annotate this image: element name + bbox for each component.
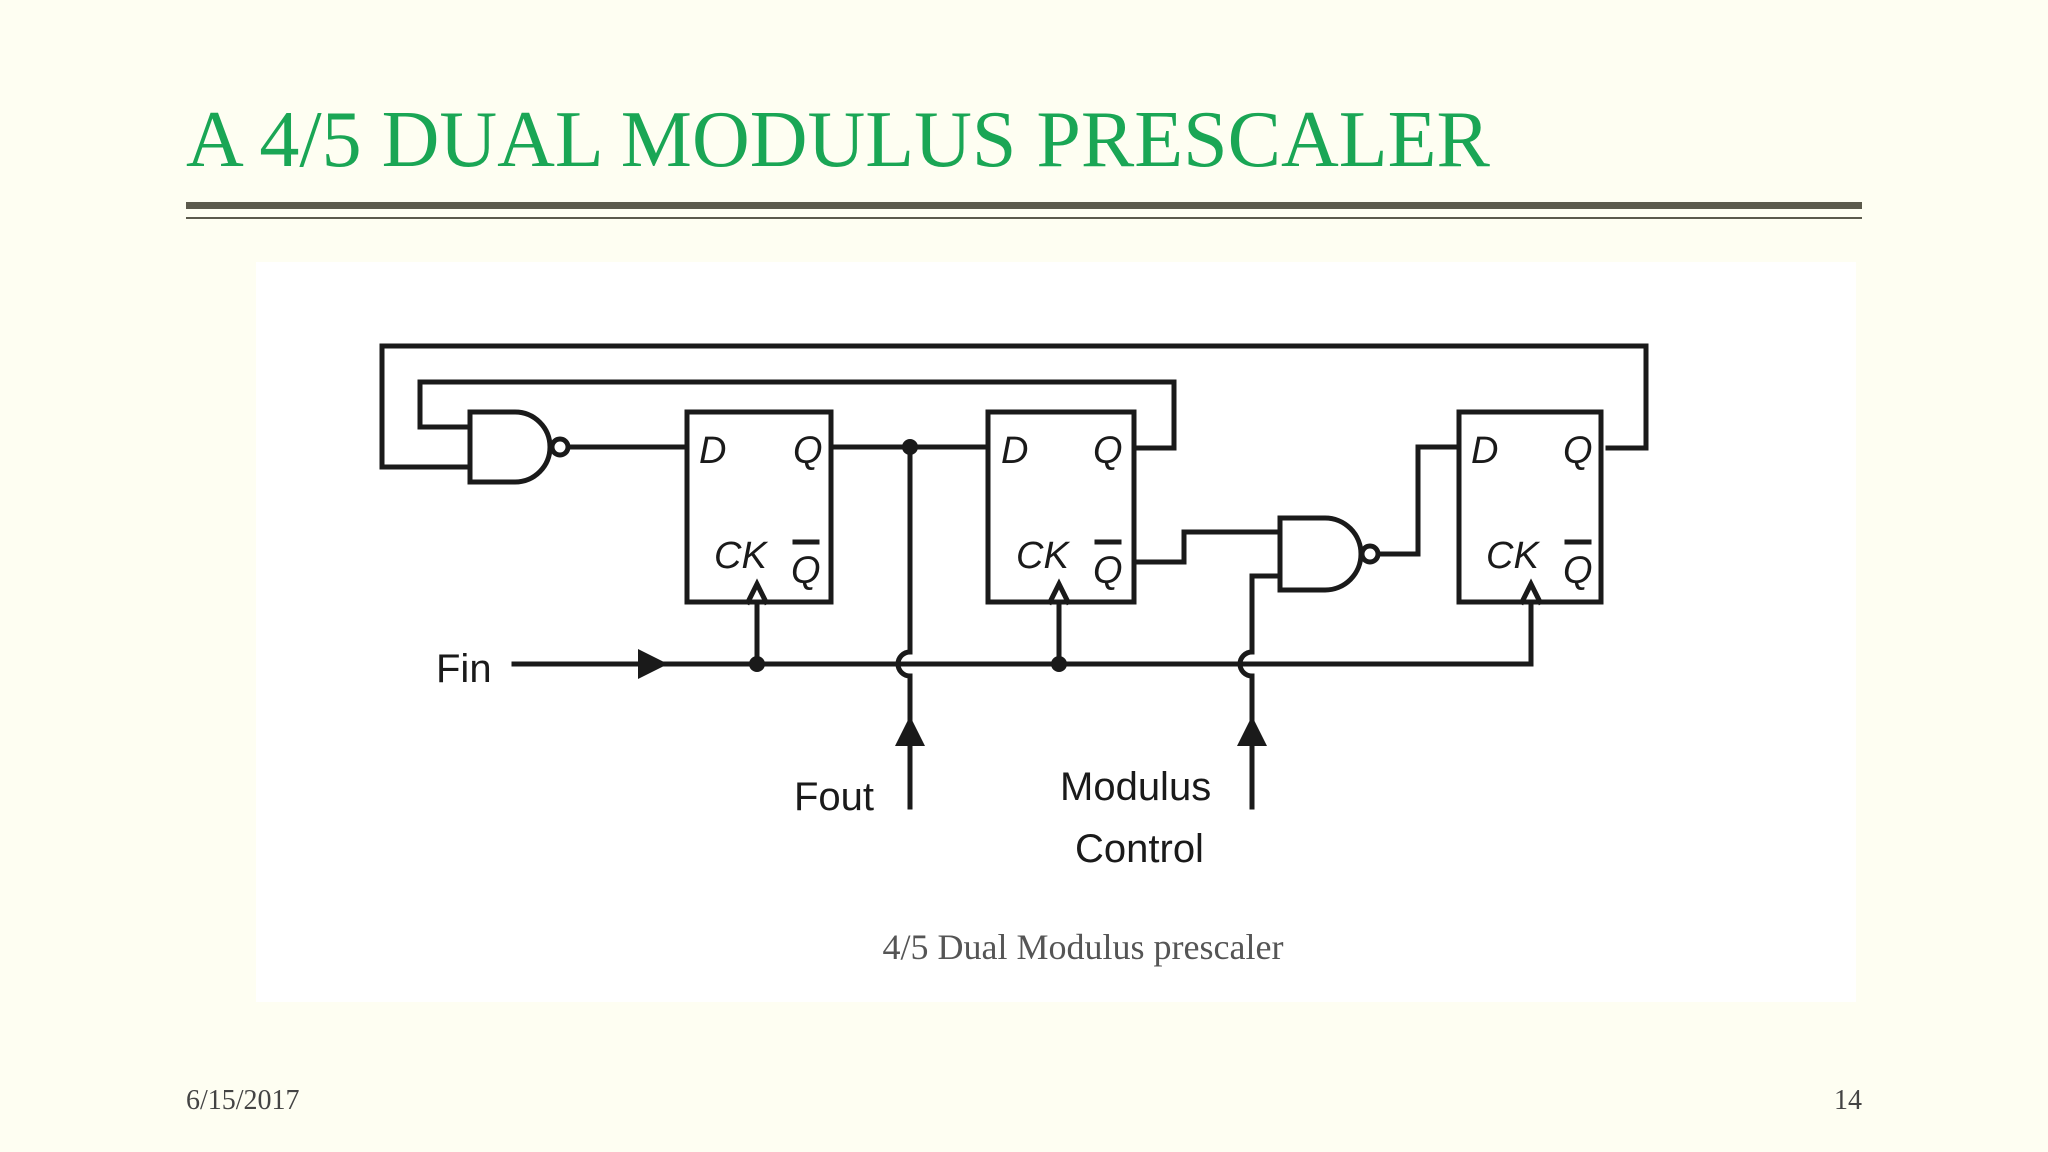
modulus-label: Modulus [1060,765,1211,809]
junction-fin-ff1 [749,656,765,672]
feedback-wire-ff2 [417,379,1177,451]
wire-ff2-qbar-to-nand2 [1131,529,1283,565]
ff2-q-pin: Q [1093,430,1123,472]
footer-date: 6/15/2017 [186,1085,300,1116]
ff3-ck-pin: CK [1486,535,1540,577]
ff2-d-pin: D [1001,430,1028,472]
fout-label: Fout [794,775,874,819]
flip-flop-2: D Q CK Q [985,409,1137,606]
circuit-figure: D Q CK Q D Q CK Q [256,262,1856,1002]
ff1-ck-pin: CK [714,535,768,577]
ff2-ck-pin: CK [1016,535,1070,577]
nand-gate-1 [467,409,571,485]
figure-caption: 4/5 Dual Modulus prescaler [882,927,1284,967]
nand-gate-2 [1277,515,1381,593]
title-underline-thick [186,202,1862,209]
ff1-q-pin: Q [793,430,823,472]
wire-fin-bus [511,599,1534,667]
control-label: Control [1075,827,1204,871]
slide-title: A 4/5 DUAL MODULUS PRESCALER [186,96,1490,184]
ff2-qbar-pin: Q [1093,550,1123,592]
ff1-d-pin: D [699,430,726,472]
title-underline-thin [186,217,1862,219]
ff3-q-pin: Q [1563,430,1593,472]
ff1-qbar-pin: Q [791,550,821,592]
fin-label: Fin [436,647,492,691]
wire-modulus-control [1237,573,1283,810]
wire-nand2-to-ff3 [1375,444,1462,557]
circuit-diagram: D Q CK Q D Q CK Q [379,343,1649,871]
ff3-qbar-pin: Q [1563,550,1593,592]
flip-flop-3: D Q CK Q [1456,409,1604,606]
flip-flop-1: D Q CK Q [684,409,834,606]
junction-fin-ff2 [1051,656,1067,672]
page-number: 14 [1834,1085,1862,1116]
ff3-d-pin: D [1471,430,1498,472]
feedback-wire-ff3 [379,343,1649,470]
